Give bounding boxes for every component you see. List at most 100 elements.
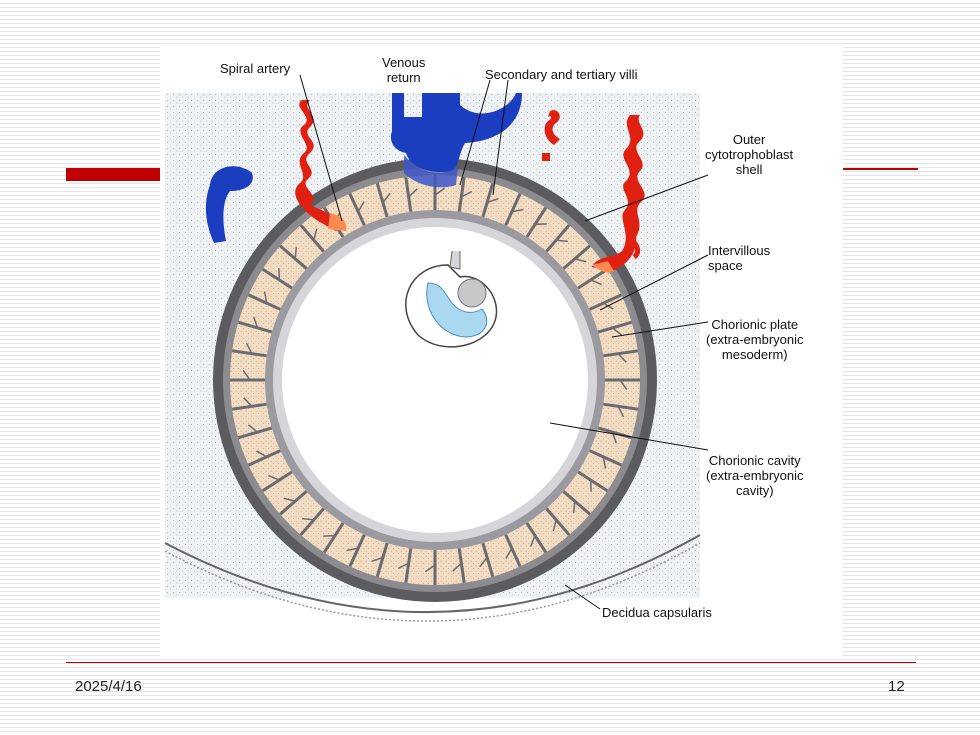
villus-septum — [276, 242, 308, 270]
chorionic-cavity — [282, 227, 588, 533]
villus-branch — [556, 239, 568, 243]
villus-branch — [245, 342, 253, 355]
villus-branch — [619, 379, 628, 391]
villus-branch — [253, 316, 259, 329]
title-accent-line — [842, 168, 918, 170]
villus-branch — [486, 198, 499, 204]
villus-branch — [617, 405, 625, 418]
leader-lines — [299, 74, 709, 610]
venous-return — [390, 93, 522, 173]
villus-branch — [408, 188, 418, 198]
villus-branch — [247, 424, 258, 433]
villus-septum — [481, 180, 496, 218]
villus-branch — [424, 564, 436, 573]
villus-branch — [452, 562, 462, 572]
villus-septum — [457, 175, 467, 212]
villus-branch — [552, 519, 557, 532]
villus-septum — [589, 449, 625, 468]
villus-branch — [268, 474, 280, 481]
villus-branch — [382, 192, 391, 203]
villus-septum — [481, 542, 496, 580]
villus-branch — [294, 247, 298, 259]
villus-septum — [235, 426, 273, 441]
villus-septum — [276, 490, 308, 518]
villus-septum — [245, 449, 281, 468]
villus-septum — [504, 534, 523, 570]
spiral-artery-right — [592, 115, 645, 271]
villus-branch — [572, 501, 576, 513]
villus-septum — [321, 522, 345, 556]
villus-septum — [403, 175, 413, 212]
footer-date: 2025/4/16 — [75, 678, 142, 695]
villus-septum — [230, 348, 267, 358]
maternal-vein — [205, 166, 253, 243]
footer-rule — [66, 662, 916, 663]
villus-septum — [597, 319, 635, 334]
villus-branch — [511, 208, 524, 213]
villus-septum — [545, 221, 573, 253]
artery-fragments — [542, 110, 560, 161]
villus-septum — [457, 548, 467, 585]
villus-branch — [617, 353, 627, 363]
villus-branch — [371, 556, 384, 562]
villus-branch — [529, 535, 536, 547]
title-accent-bar — [66, 168, 164, 181]
villus-branch — [602, 456, 607, 469]
villus-branch — [283, 497, 296, 502]
villus-branch — [612, 327, 623, 336]
label-decidua-capsularis: Decidua capsularis — [602, 605, 712, 620]
villus-septum — [235, 319, 273, 334]
decidua-capsularis-curve — [164, 534, 701, 614]
villus-septum — [545, 507, 573, 539]
page-number: 12 — [888, 678, 905, 695]
villus-branch — [302, 517, 314, 521]
villus-septum — [297, 507, 325, 539]
villus-branch — [479, 557, 488, 568]
chorionic-sac-diagram: Spiral artery Venous return Secondary an… — [160, 45, 843, 658]
villus-septum — [259, 470, 293, 494]
villus-branch — [256, 450, 268, 458]
villus-septum — [403, 548, 413, 585]
villus-septum — [259, 266, 293, 290]
diagram-illustration — [164, 74, 709, 622]
villus-septum — [603, 402, 640, 412]
villus-septum — [577, 470, 611, 494]
label-outer-shell: Outer cytotrophoblast shell — [705, 132, 794, 177]
villus-branch — [243, 397, 253, 407]
label-spiral-artery: Spiral artery — [220, 61, 291, 76]
villus-septum — [589, 292, 625, 311]
villus-septum — [562, 242, 594, 270]
spiral-artery-left — [295, 100, 338, 231]
villus-septum — [245, 292, 281, 311]
label-villi: Secondary and tertiary villi — [485, 67, 638, 82]
villus-septum — [374, 542, 389, 580]
villus-septum — [297, 221, 325, 253]
label-venous-return: Venous return — [382, 55, 426, 85]
connecting-stalk — [449, 250, 461, 270]
villus-branch — [397, 562, 410, 570]
villus-branch — [574, 258, 587, 263]
villus-septum — [347, 534, 366, 570]
villus-branch — [505, 547, 513, 559]
villus-branch — [434, 187, 446, 196]
villus-branch — [346, 547, 359, 552]
villus-branch — [242, 369, 251, 381]
villus-septum — [347, 190, 366, 226]
villus-branch — [460, 190, 473, 198]
villi-stems — [230, 175, 640, 585]
label-chorionic-cavity: Chorionic cavity (extra-embryonic cavity… — [706, 453, 804, 498]
villus-septum — [603, 348, 640, 358]
label-chorionic-plate: Chorionic plate (extra-embryonic mesoder… — [706, 317, 804, 362]
villus-branch — [313, 228, 318, 241]
villus-septum — [230, 402, 267, 412]
amnion-cavity — [426, 282, 488, 338]
villus-septum — [525, 522, 549, 556]
villus-septum — [504, 190, 523, 226]
villus-branch — [263, 291, 268, 304]
villus-branch — [590, 279, 602, 286]
villus-septum — [525, 204, 549, 238]
villus-septum — [374, 180, 389, 218]
label-intervillous-space: Intervillous space — [708, 243, 771, 273]
villus-branch — [357, 201, 365, 213]
villus-septum — [562, 490, 594, 518]
